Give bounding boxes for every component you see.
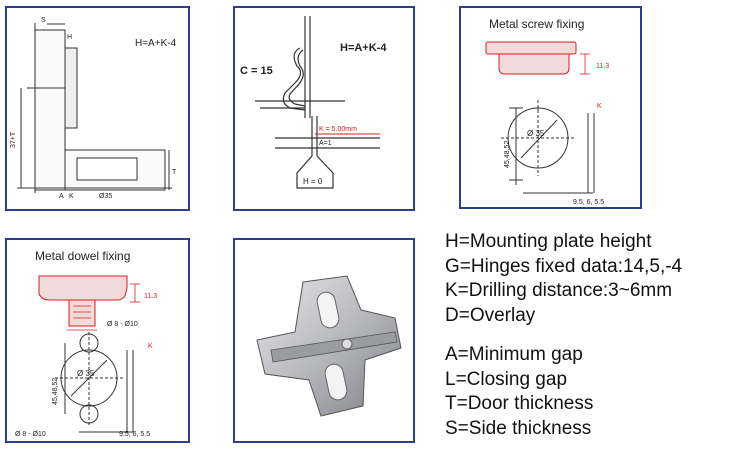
label-k-red: K = 5.00mm — [319, 126, 357, 133]
legend-h: H=Mounting plate height — [445, 231, 652, 252]
legend-k: K=Drilling distance:3~6mm — [445, 280, 673, 301]
label-s: S — [41, 17, 46, 24]
mounting-plate-illustration — [256, 275, 402, 417]
dim-height: 11.3 — [596, 63, 609, 70]
mounting-plate — [38, 275, 128, 301]
dim-dowel: Ø 8 - Ø10 — [107, 321, 138, 328]
dim-k: K — [597, 103, 602, 110]
legend-spacer — [445, 328, 682, 343]
label-t: T — [172, 169, 177, 176]
legend-t: T=Door thickness — [445, 393, 594, 414]
abbreviation-legend: H=Mounting plate height G=Hinges fixed d… — [445, 230, 682, 441]
plate-rail — [270, 331, 398, 363]
panel-product-photo — [233, 238, 415, 443]
panel-mounting-detail: C = 15 H=A+K-4 K = 5.00mm A=1 H = 0 — [233, 6, 415, 211]
label-d35: Ø35 — [99, 193, 112, 200]
mounting-detail-drawing: C = 15 H=A+K-4 K = 5.00mm A=1 H = 0 — [240, 16, 387, 189]
dim-vertical: 45,48,52 — [52, 378, 59, 405]
dim-bottom: 9.5, 6, 5.5 — [573, 199, 604, 206]
label-h: H = 0 — [303, 177, 323, 186]
dim-vertical: 45,48,52 — [504, 141, 511, 168]
label-h: H — [67, 34, 72, 41]
screw-fixing-title: Metal screw fixing — [489, 17, 584, 31]
legend-g: G=Hinges fixed data:14,5,-4 — [445, 255, 683, 277]
dim-bottom: 9.5, 6, 5.5 — [119, 431, 150, 438]
label-37t: 37+T — [10, 131, 17, 148]
label-a: A=1 — [319, 140, 332, 147]
panel-hinge-section: S H H=A+K-4 37+T T A K Ø35 — [5, 6, 190, 211]
panel-screw-fixing: Metal screw fixing 11.3 K Ø 35 45,48,52 — [459, 6, 642, 209]
dim-k: K — [148, 343, 153, 350]
dim-dowel-bottom: Ø 8 - Ø10 — [15, 431, 46, 438]
dowel — [68, 299, 96, 327]
dowel-fixing-drawing: Metal dowel fixing 11.3 Ø 8 - Ø10 — [15, 249, 157, 438]
panel-dowel-fixing: Metal dowel fixing 11.3 Ø 8 - Ø10 — [5, 238, 190, 443]
dim-diameter: Ø 35 — [527, 129, 545, 138]
hinge-section-drawing: S H H=A+K-4 37+T T A K Ø35 — [10, 17, 177, 200]
slot-top — [316, 291, 340, 329]
label-a: A — [59, 193, 64, 200]
legend-s: S=Side thickness — [445, 417, 592, 439]
formula-label: H=A+K-4 — [135, 38, 177, 49]
mounting-plate-top — [485, 41, 577, 55]
mounting-plate-body — [498, 53, 570, 75]
legend-a: A=Minimum gap — [445, 344, 583, 365]
dim-diameter: Ø 35 — [77, 369, 95, 378]
screw-fixing-drawing: Metal screw fixing 11.3 K Ø 35 45,48,52 — [485, 17, 609, 206]
adjust-screw — [341, 338, 353, 350]
slot-bottom — [324, 363, 348, 401]
legend-d: D=Overlay — [445, 304, 536, 326]
dim-height: 11.3 — [144, 293, 157, 300]
legend-l: L=Closing gap — [445, 368, 568, 390]
dowel-fixing-title: Metal dowel fixing — [35, 249, 130, 263]
label-c: C = 15 — [240, 65, 273, 77]
formula-label: H=A+K-4 — [340, 42, 387, 54]
label-k: K — [69, 193, 74, 200]
